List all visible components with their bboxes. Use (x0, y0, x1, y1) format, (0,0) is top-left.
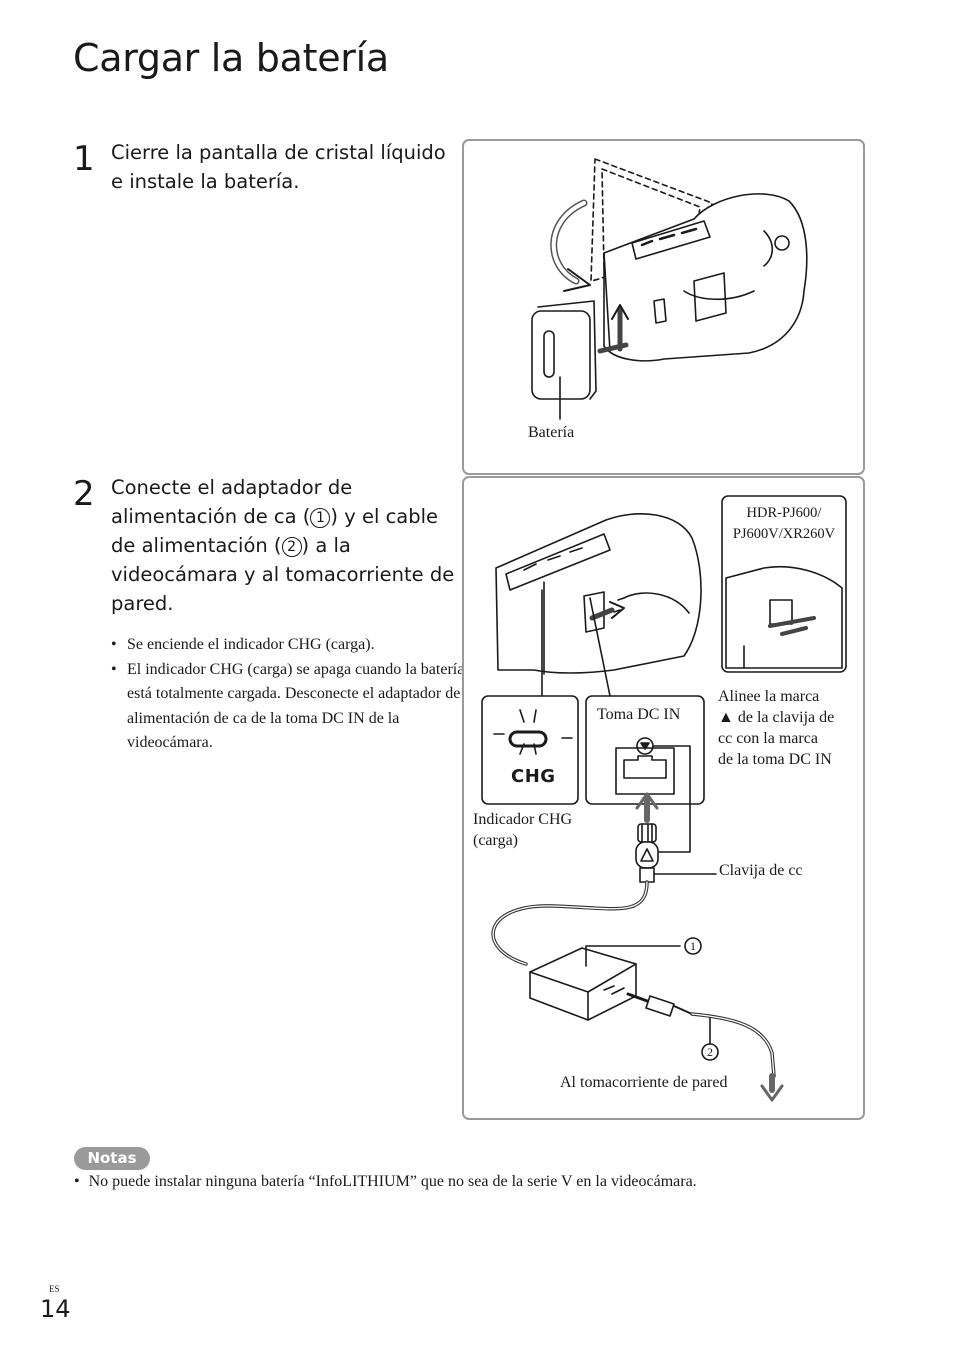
step-1-number: 1 (73, 139, 95, 179)
note-item: No puede instalar ninguna batería “InfoL… (74, 1171, 697, 1193)
chg-indicator-text: CHG (511, 766, 556, 787)
step-2-bullet-list: Se enciende el indicador CHG (carga). El… (111, 633, 466, 756)
step-2-text: Conecte el adaptador de alimentación de … (111, 473, 463, 618)
step-2-text-part-a: Conecte el adaptador de alimentación de … (111, 476, 353, 528)
align-mark-label-line-1: Alinee la marca (718, 688, 820, 705)
battery-label: Batería (528, 424, 575, 441)
callout-1-number: 1 (690, 939, 696, 953)
language-code: ES (49, 1284, 60, 1294)
notes-badge: Notas (74, 1147, 150, 1170)
align-mark-label-line-3: cc con la marca (718, 730, 818, 747)
adapter-connection-illustration (481, 495, 847, 1102)
chg-indicator-label-line-2: (carga) (473, 832, 518, 849)
model-name-line-2: PJ600V/XR260V (732, 526, 836, 542)
wall-outlet-label: Al tomacorriente de pared (560, 1074, 728, 1091)
chg-indicator-label-line-1: Indicador CHG (473, 811, 573, 828)
model-name-line-1: HDR-PJ600/ (746, 505, 822, 521)
align-mark-label-line-4: de la toma DC IN (718, 751, 832, 768)
dc-plug-label: Clavija de cc (719, 862, 803, 879)
circled-number-1: 1 (310, 508, 331, 528)
step-2-figure-panel: HDR-PJ600/ PJ600V/XR260V CHG Toma DC IN … (462, 476, 865, 1120)
align-mark-label-line-2: ▲ de la clavija de (718, 709, 835, 726)
bullet-item: El indicador CHG (carga) se apaga cuando… (111, 658, 466, 756)
step-1-figure-panel: Batería (462, 139, 865, 475)
step-2-text-part-c: ) a la videocámara y al tomacorriente de… (111, 534, 455, 615)
page-number: 14 (40, 1295, 71, 1323)
camcorder-battery-illustration (531, 158, 808, 420)
step-1-text: Cierre la pantalla de cristal líquido e … (111, 141, 446, 193)
page-title: Cargar la batería (73, 36, 389, 80)
step-2-number: 2 (73, 474, 95, 514)
dc-in-jack-label: Toma DC IN (597, 706, 681, 723)
circled-number-2: 2 (281, 537, 302, 557)
bullet-item: Se enciende el indicador CHG (carga). (111, 633, 466, 658)
step-2-text-part-b: ) y el cable de alimentación ( (111, 505, 439, 557)
callout-2-number: 2 (707, 1045, 713, 1059)
